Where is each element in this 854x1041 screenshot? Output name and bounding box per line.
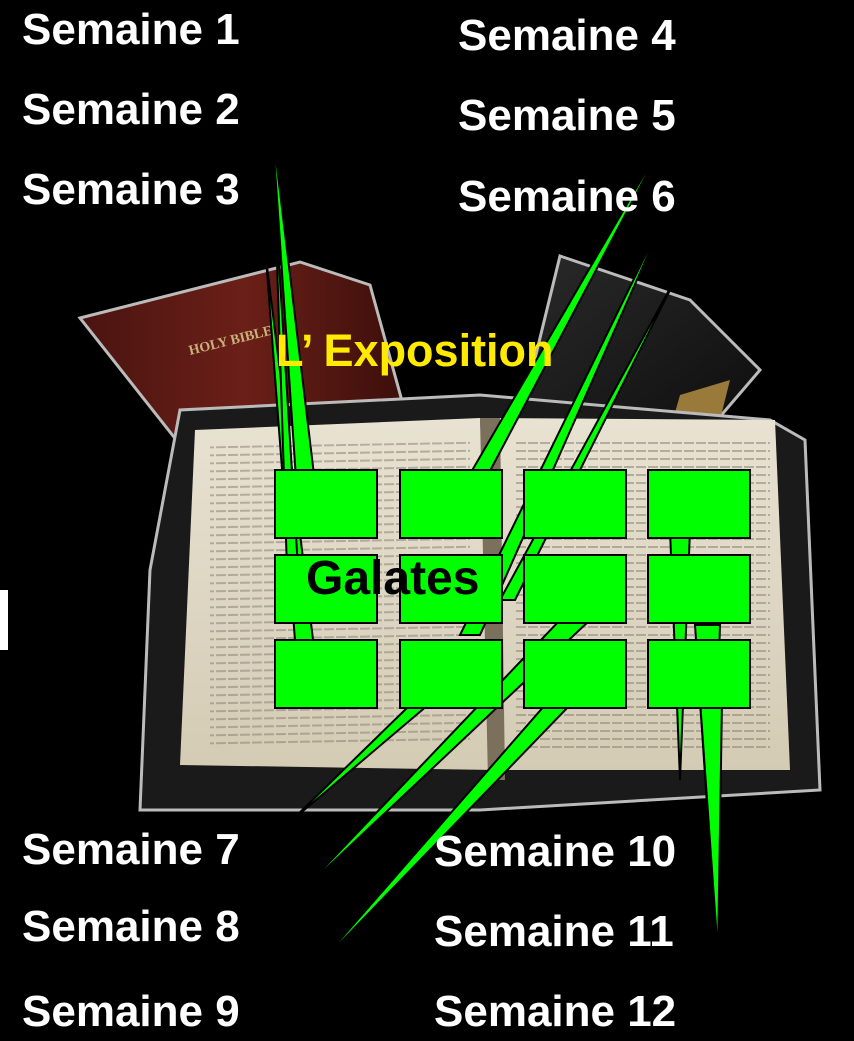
edge-artifact: [0, 590, 8, 650]
week-label-5: Semaine 5: [458, 91, 676, 140]
box-week-2: [274, 554, 378, 624]
box-week-11: [647, 554, 751, 624]
week-label-4: Semaine 4: [458, 11, 676, 60]
callout-pointer-12: [698, 699, 724, 956]
week-label-1: Semaine 1: [22, 5, 240, 54]
slide-title: L’ Exposition: [276, 325, 554, 376]
box-week-9: [523, 639, 627, 709]
week-label-8: Semaine 8: [22, 902, 240, 951]
box-week-10: [647, 469, 751, 539]
book-name: Galates: [306, 552, 480, 605]
week-label-9: Semaine 9: [22, 987, 240, 1036]
box-week-4: [399, 469, 503, 539]
week-label-10: Semaine 10: [434, 827, 677, 876]
callout-pointer-5: [458, 204, 671, 636]
week-label-7: Semaine 7: [22, 825, 240, 874]
box-week-7: [523, 469, 627, 539]
box-week-8: [523, 554, 627, 624]
box-week-3: [274, 639, 378, 709]
box-grid: [274, 469, 751, 709]
week-label-3: Semaine 3: [22, 165, 240, 214]
week-label-2: Semaine 2: [22, 85, 240, 134]
week-label-6: Semaine 6: [458, 172, 676, 221]
box-week-6: [399, 639, 503, 709]
week-label-11: Semaine 11: [434, 907, 674, 956]
week-label-12: Semaine 12: [434, 987, 677, 1036]
box-week-12: [647, 639, 751, 709]
box-week-1: [274, 469, 378, 539]
box-week-5: [399, 554, 503, 624]
